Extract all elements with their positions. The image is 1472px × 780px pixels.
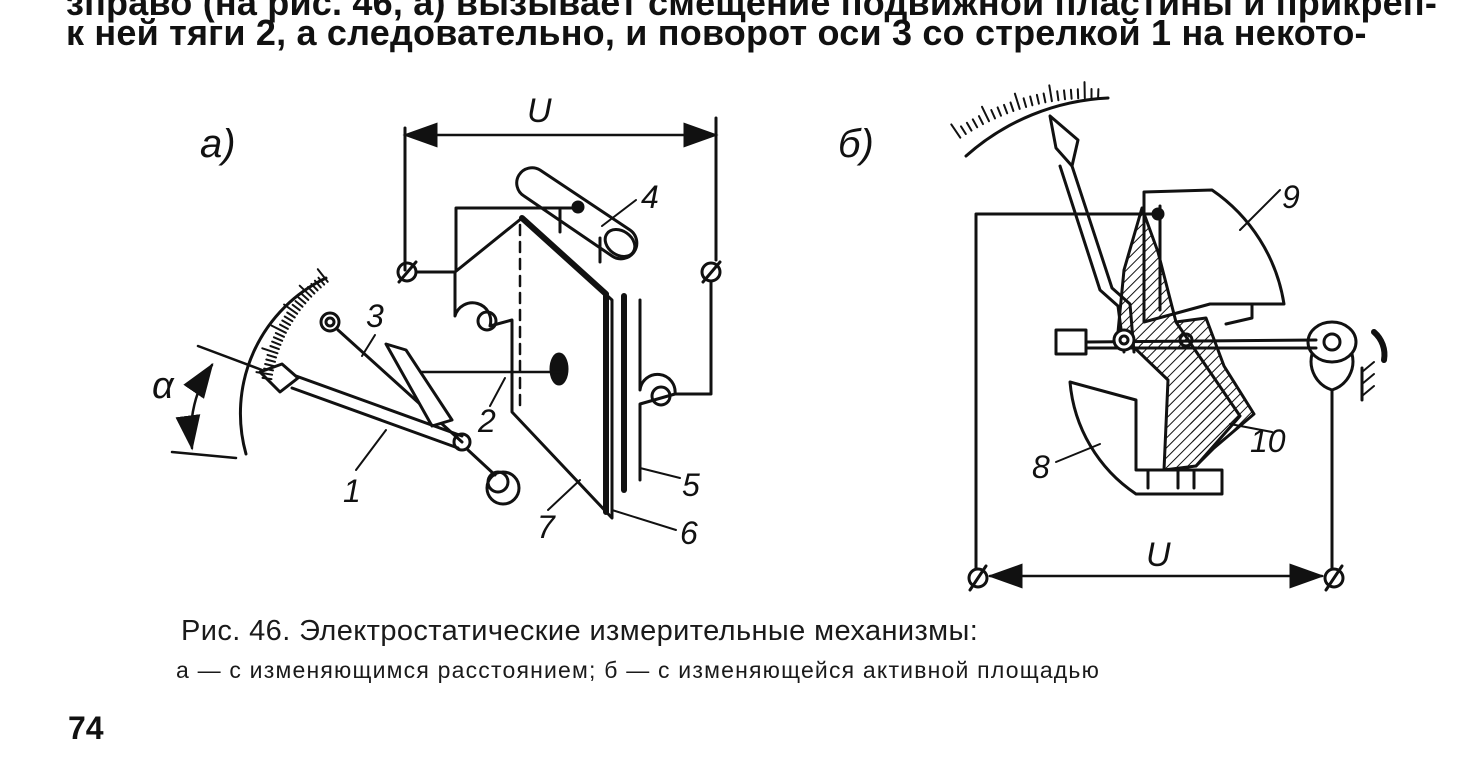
scale-a-tick: [283, 315, 294, 323]
label-8: 8: [1032, 449, 1050, 485]
scale-a-tick: [255, 371, 274, 376]
panel-a-tag: а): [200, 122, 236, 166]
panel-a-fixed-plates: [621, 293, 677, 493]
label-3: 3: [366, 298, 384, 334]
scale-b-tick: [1042, 92, 1047, 104]
scale-a-tick: [261, 347, 279, 355]
scale-a-tick: [271, 340, 282, 346]
panel-b-chamber-lower: [1068, 380, 1224, 496]
label-9: 9: [1282, 179, 1300, 215]
panel-a: а) U 4: [152, 92, 722, 551]
panel-a-damper: [515, 166, 639, 264]
panel-a-moving-plate: [453, 215, 614, 520]
scale-a-tick: [265, 358, 276, 363]
scale-a-tick: [264, 363, 275, 368]
body-text-line-top: зправо (на рис. 46, а) вызывает смещение…: [66, 0, 1438, 23]
panel-a-scale: [238, 268, 329, 456]
scale-b-tick: [996, 106, 1002, 117]
scale-a-tick: [281, 319, 292, 326]
scale-a-tick: [317, 276, 326, 286]
label-7: 7: [537, 509, 556, 545]
panel-b-terminal-left: [967, 567, 989, 589]
label-4: 4: [641, 179, 659, 215]
scale-a-tick: [300, 292, 310, 301]
scale-a-tick: [279, 323, 289, 330]
scale-a-tick: [283, 303, 299, 315]
label-1: 1: [343, 473, 361, 509]
scale-b-tick: [960, 125, 967, 135]
panel-b-shaft: [1054, 328, 1318, 356]
scale-a-tick: [266, 353, 278, 359]
scale-a-tick: [310, 282, 319, 292]
scale-b-tick: [1063, 89, 1066, 101]
figure-caption-subtitle: а — с изменяющимся расстоянием; б — с из…: [176, 657, 1101, 683]
scale-a-tick: [316, 268, 329, 283]
scale-b-tick: [950, 123, 962, 139]
scale-a-tick: [272, 336, 284, 342]
scale-a-tick: [270, 324, 287, 334]
scale-a-tick: [313, 279, 322, 289]
panel-b-voltage-label: U: [1146, 536, 1171, 574]
figure-caption-title: Рис. 46. Электростатические измерительны…: [181, 615, 979, 647]
scale-a-tick: [307, 286, 316, 295]
scale-a-tick: [297, 296, 307, 305]
scale-b-tick: [1022, 97, 1028, 108]
scale-a-tick: [294, 300, 304, 308]
scale-b-tick: [1003, 103, 1009, 115]
scale-a-tick: [286, 311, 296, 319]
scale-b-tick: [990, 109, 996, 120]
page-number: 74: [68, 710, 104, 746]
scale-a-tick: [261, 376, 273, 381]
scale-b-tick: [1009, 101, 1015, 112]
scale-a-tick: [298, 284, 313, 298]
scale-b-tick: [981, 105, 990, 123]
scale-b-tick: [965, 121, 973, 132]
scale-b-tick: [971, 118, 979, 129]
panel-a-voltage-label: U: [527, 92, 552, 130]
scale-a-tick: [291, 303, 301, 312]
scale-a-tick: [263, 367, 274, 372]
label-6: 6: [680, 515, 698, 551]
scale-b-tick: [1069, 88, 1073, 100]
label-2: 2: [477, 403, 496, 439]
scale-b-tick: [1035, 93, 1040, 105]
panel-b-scale: [950, 81, 1110, 158]
label-5: 5: [682, 467, 700, 503]
scale-b-tick: [1013, 92, 1021, 110]
scale-b-tick: [1048, 84, 1053, 103]
body-text-line-2: к ней тяги 2, а следовательно, и поворот…: [66, 12, 1367, 53]
scale-b-tick: [977, 115, 984, 126]
panel-b-bearing: [1306, 320, 1388, 402]
panel-b-tag: б): [838, 122, 874, 166]
scale-a-tick: [269, 345, 280, 351]
label-alpha: α: [152, 365, 175, 407]
panel-b: б) 9: [838, 81, 1388, 592]
panel-a-axis: [319, 311, 464, 444]
scale-b-tick: [1056, 90, 1060, 102]
scale-a-tick: [274, 332, 285, 338]
scale-b-tick: [1029, 95, 1034, 107]
panel-b-terminal-right: [1323, 567, 1345, 589]
